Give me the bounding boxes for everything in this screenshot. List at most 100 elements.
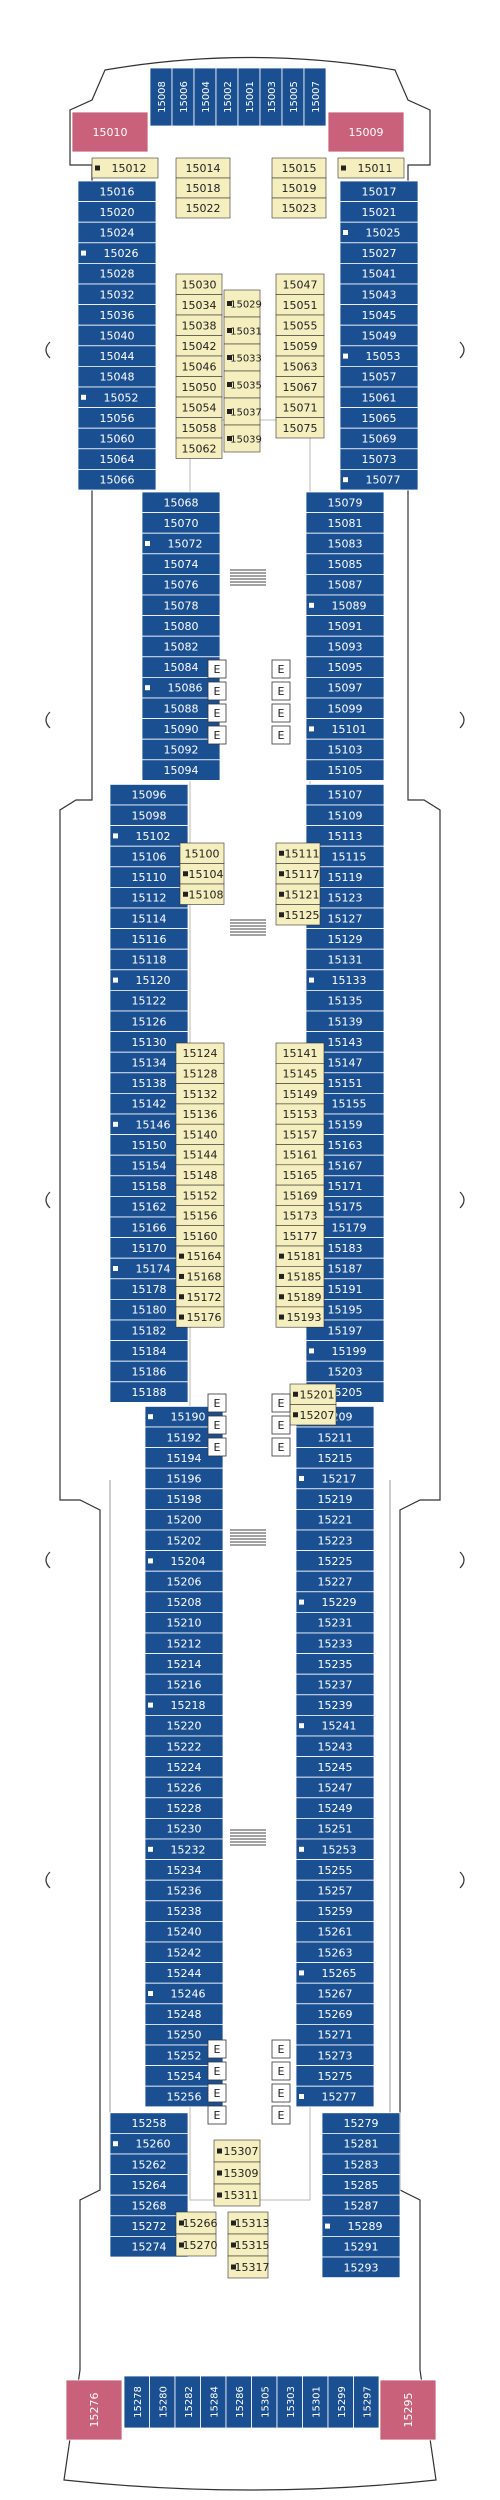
cabin-number: 15084 — [164, 661, 199, 674]
accessible-dot — [179, 1314, 184, 1320]
cabin-number: 15255 — [318, 1864, 353, 1877]
tender-arrow-icon — [459, 1551, 465, 1569]
cabin-15154: 15154 — [109, 1154, 189, 1177]
cabin-number: 15230 — [167, 1823, 202, 1836]
cabin-number: 15233 — [318, 1637, 353, 1650]
cabin-15270: 15270 — [175, 2233, 218, 2257]
cabin-15139: 15139 — [305, 1010, 385, 1033]
cabin-number: 15283 — [344, 2158, 379, 2171]
cabin-15189: 15189 — [275, 1286, 325, 1308]
cabin-15124: 15124 — [175, 1042, 225, 1064]
cabin-number: 15194 — [167, 1452, 202, 1465]
cabin-15074: 15074 — [141, 553, 221, 575]
cabin-15219: 15219 — [295, 1488, 375, 1510]
cabin-15248: 15248 — [144, 2003, 224, 2025]
accessible-dot — [81, 250, 86, 256]
cabin-box — [275, 1306, 325, 1328]
cabin-15090: 15090 — [141, 718, 221, 740]
cabin-15103: 15103 — [305, 738, 385, 761]
cabin-15131: 15131 — [305, 948, 385, 971]
cabin-15150: 15150 — [109, 1134, 189, 1156]
cabin-15222: 15222 — [144, 1735, 224, 1758]
cabin-number: 15086 — [168, 682, 203, 695]
cabin-number: 15155 — [332, 1098, 367, 1111]
tender-arrow-icon — [459, 711, 465, 729]
cabin-number: 15037 — [230, 408, 262, 419]
cabin-15266: 15266 — [175, 2211, 218, 2235]
accessible-dot — [299, 1970, 304, 1976]
cabin-number: 15029 — [230, 300, 262, 311]
cabin-15012: 15012 — [91, 157, 159, 179]
cabin-number: 15005 — [289, 81, 300, 113]
cabin-number: 15157 — [283, 1128, 318, 1141]
cabin-number: 15221 — [318, 1514, 353, 1527]
cabin-15221: 15221 — [295, 1509, 375, 1531]
cabin-number: 15100 — [185, 847, 220, 860]
cabin-15235: 15235 — [295, 1653, 375, 1675]
cabin-number: 15180 — [132, 1304, 167, 1317]
cabin-number: 15040 — [100, 330, 135, 343]
cabin-15072: 15072 — [141, 532, 221, 555]
cabin-15244: 15244 — [144, 1962, 224, 1984]
cabin-box — [302, 2375, 329, 2429]
cabin-box — [227, 2255, 269, 2279]
cabin-15225: 15225 — [295, 1550, 375, 1572]
cabin-number: 15309 — [224, 2167, 259, 2180]
cabin-number: 15218 — [171, 1699, 206, 1712]
cabin-number: 15110 — [132, 871, 167, 884]
accessible-dot — [343, 353, 348, 359]
cabin-number: 15282 — [184, 2386, 195, 2418]
cabin-number: 15220 — [167, 1720, 202, 1733]
cabin-number: 15065 — [362, 412, 397, 425]
cabin-number: 15176 — [187, 1311, 222, 1324]
cabin-15157: 15157 — [275, 1123, 325, 1145]
cabin-15006: 15006 — [171, 67, 195, 127]
cabin-15223: 15223 — [295, 1529, 375, 1552]
accessible-dot — [113, 977, 118, 983]
cabin-number: 15060 — [100, 433, 135, 446]
cabin-number: 15246 — [171, 1988, 206, 2001]
cabin-number: 15258 — [132, 2117, 167, 2130]
cabin-15203: 15203 — [305, 1360, 385, 1383]
cabin-15135: 15135 — [305, 990, 385, 1012]
cabin-number: 15071 — [283, 401, 318, 414]
cabin-number: 15227 — [318, 1576, 353, 1589]
cabin-box — [213, 2183, 261, 2207]
accessible-dot — [309, 602, 314, 608]
cabin-box — [175, 197, 231, 219]
cabin-number: 15143 — [328, 1036, 363, 1049]
cabin-15055: 15055 — [275, 314, 325, 336]
cabin-number: 15195 — [328, 1304, 363, 1317]
cabin-15273: 15273 — [295, 2044, 375, 2067]
cabin-15075: 15075 — [275, 417, 325, 439]
cabin-number: 15020 — [100, 206, 135, 219]
cabin-number: 15105 — [328, 764, 363, 777]
cabin-15181: 15181 — [275, 1245, 325, 1267]
cabin-number: 15007 — [311, 81, 322, 113]
cabin-15309: 15309 — [213, 2161, 261, 2185]
cabin-15030: 15030 — [175, 273, 223, 295]
elevator-label: E — [214, 2087, 221, 2100]
cabin-number: 15012 — [112, 162, 147, 175]
elevator-label: E — [214, 2043, 221, 2056]
cabin-number: 15092 — [164, 744, 199, 757]
accessible-dot — [279, 912, 284, 918]
cabin-number: 15293 — [344, 2261, 379, 2274]
cabin-number: 15026 — [104, 247, 139, 260]
accessible-dot — [148, 1414, 153, 1420]
cabin-number: 15096 — [132, 789, 167, 802]
cabin-15019: 15019 — [271, 177, 327, 199]
cabin-15142: 15142 — [109, 1093, 189, 1115]
cabin-number: 15101 — [332, 723, 367, 736]
cabin-15046: 15046 — [175, 355, 223, 377]
cabin-15008: 15008 — [149, 67, 173, 127]
accessible-dot — [279, 1273, 284, 1279]
tender-arrow-icon — [45, 1191, 51, 1209]
cabin-15080: 15080 — [141, 615, 221, 637]
accessible-dot — [81, 394, 86, 400]
cabin-number: 15317 — [235, 2261, 270, 2274]
cabin-number: 15022 — [186, 202, 221, 215]
cabin-15216: 15216 — [144, 1673, 224, 1696]
cabin-15104: 15104 — [179, 863, 225, 885]
